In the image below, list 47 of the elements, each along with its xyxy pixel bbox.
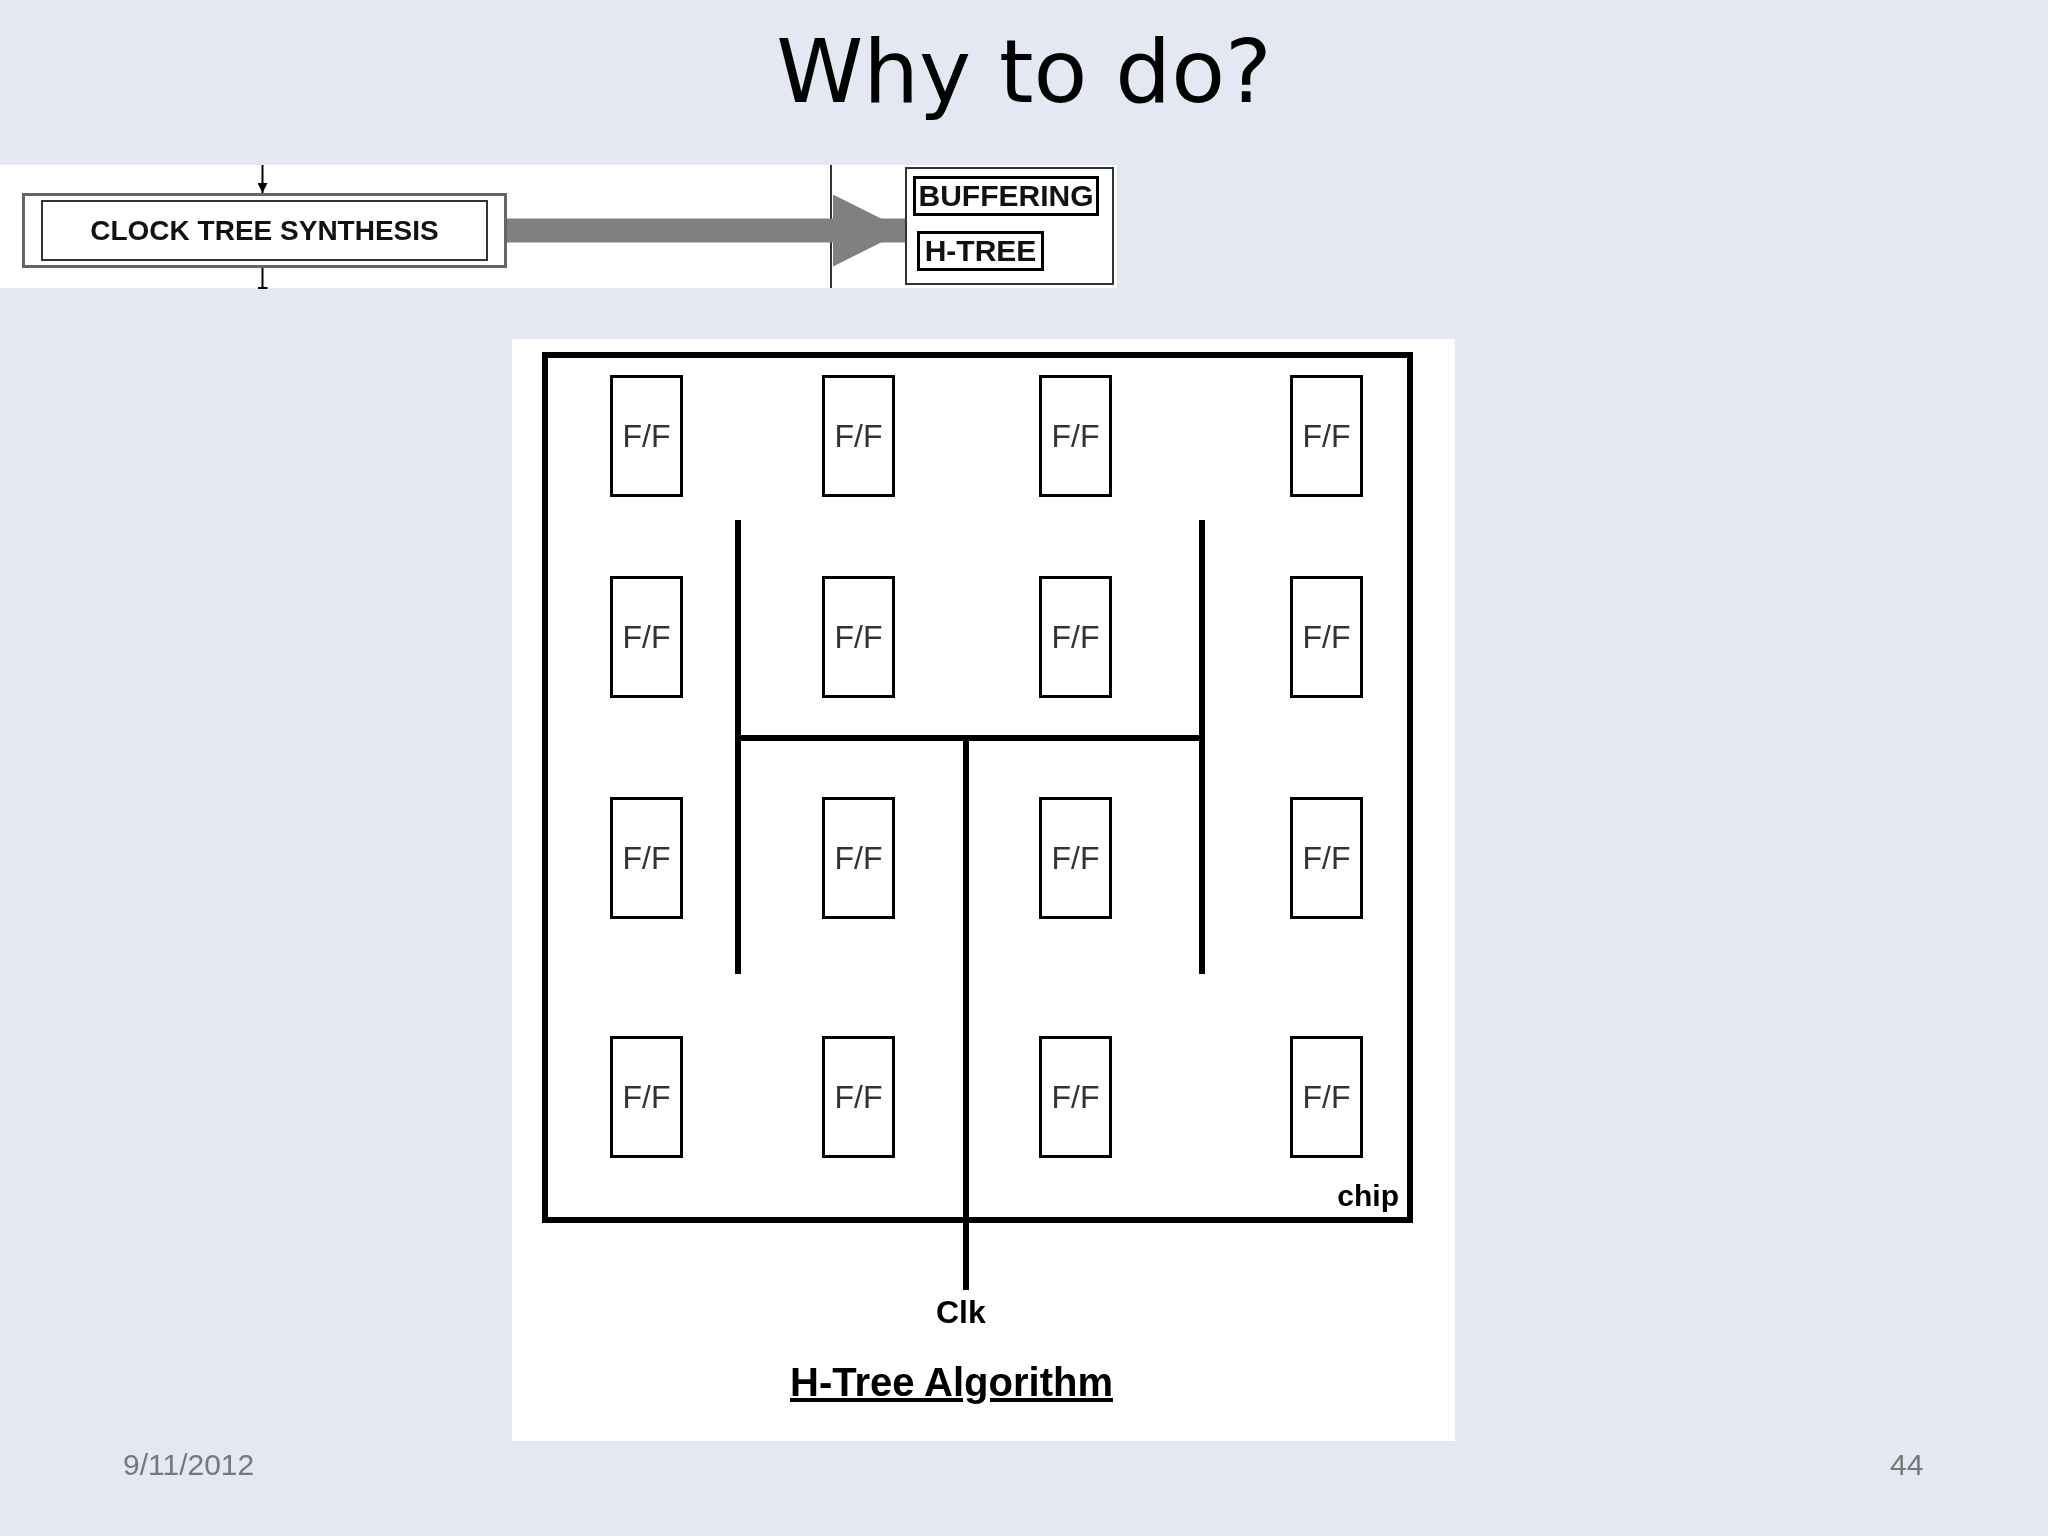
- step-box: [917, 231, 1044, 271]
- node-label: F/F: [834, 417, 883, 455]
- node-label: F/F: [1051, 618, 1100, 656]
- node-label: F/F: [834, 839, 883, 877]
- node-label: F/F: [1302, 618, 1351, 656]
- slide-date: 9/11/2012: [123, 1448, 255, 1482]
- node-label: F/F: [1302, 417, 1351, 455]
- flip-flop-box: [822, 797, 895, 919]
- flip-flop-box: [1290, 1036, 1363, 1158]
- node-label: H-TREE: [924, 234, 1037, 268]
- node-label: F/F: [622, 1078, 671, 1116]
- node-label: F/F: [622, 618, 671, 656]
- process-box: [22, 193, 507, 268]
- flip-flop-box: [1290, 797, 1363, 919]
- node-label: F/F: [622, 839, 671, 877]
- chip-outline: [542, 352, 1413, 1223]
- node-label: F/F: [622, 417, 671, 455]
- node-label: F/F: [1051, 417, 1100, 455]
- node-label: F/F: [1051, 1078, 1100, 1116]
- flip-flop-box: [1039, 797, 1112, 919]
- page-number: 44: [1890, 1448, 1924, 1482]
- flip-flop-box: [822, 1036, 895, 1158]
- node-label: F/F: [1302, 1078, 1351, 1116]
- flip-flop-box: [822, 576, 895, 698]
- figure-caption: H-Tree Algorithm: [790, 1360, 1113, 1405]
- flip-flop-box: [1290, 375, 1363, 497]
- flip-flop-box: [610, 576, 683, 698]
- group-box: [905, 167, 1114, 285]
- flip-flop-box: [1039, 375, 1112, 497]
- flip-flop-box: [822, 375, 895, 497]
- flip-flop-box: [1039, 576, 1112, 698]
- block-arrow: [507, 194, 905, 267]
- node-label: F/F: [1051, 839, 1100, 877]
- flip-flop-box: [610, 797, 683, 919]
- flip-flop-box: [1039, 1036, 1112, 1158]
- chip-label: chip: [1337, 1179, 1399, 1213]
- node-label: CLOCK TREE SYNTHESIS: [90, 214, 439, 247]
- node-label: F/F: [834, 618, 883, 656]
- flip-flop-box: [610, 375, 683, 497]
- node-label: F/F: [1302, 839, 1351, 877]
- flip-flop-box: [610, 1036, 683, 1158]
- node-label: F/F: [834, 1078, 883, 1116]
- signal-label: Clk: [936, 1294, 986, 1331]
- slide-title: Why to do?: [776, 20, 1272, 123]
- flip-flop-box: [1290, 576, 1363, 698]
- node-label: BUFFERING: [918, 179, 1094, 213]
- arrow: [257, 164, 268, 194]
